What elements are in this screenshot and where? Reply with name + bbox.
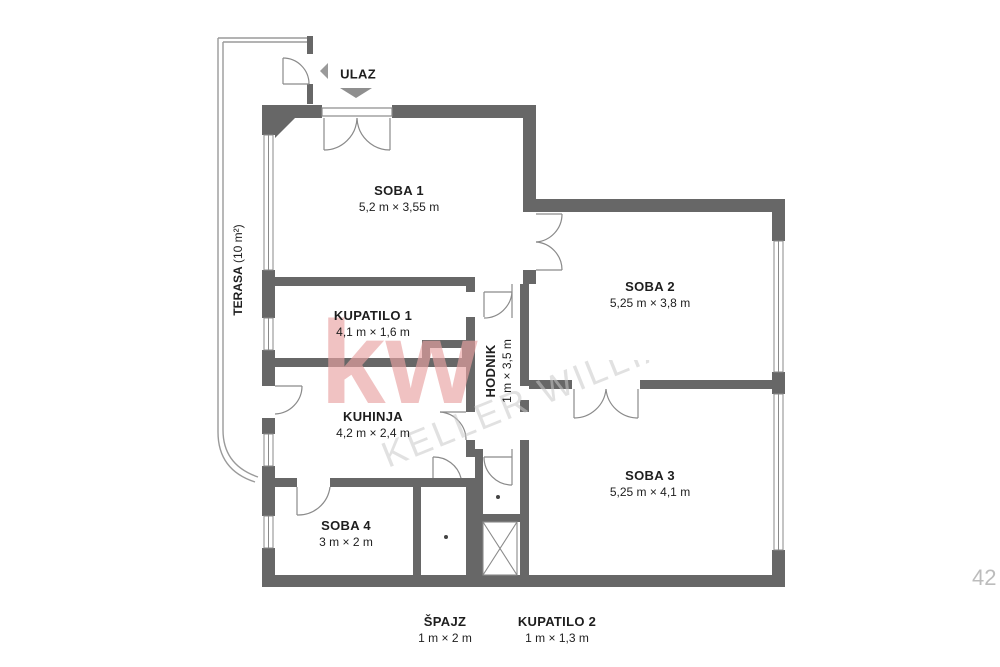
room-soba4: SOBA 4 3 m × 2 m [319,518,373,550]
room-dims: 1 m × 2 m [418,630,472,645]
terrace-area: (10 m²) [231,224,246,263]
marker-dot [444,535,448,539]
room-dims: 1 m × 3,5 m [499,339,514,403]
room-name: SOBA 3 [625,467,675,483]
window-lines [268,135,779,550]
entrance-arrow-icon [340,88,372,98]
room-name: SOBA 1 [374,182,424,198]
room-name: KUHINJA [343,408,403,424]
entrance-arrow-icon [320,63,328,79]
watermark-number: 42 [972,565,997,590]
room-soba1: SOBA 1 5,2 m × 3,55 m [359,183,439,215]
room-name: SOBA 4 [321,517,371,533]
room-dims: 5,25 m × 3,8 m [609,295,691,310]
room-name: KUPATILO 2 [517,613,597,629]
room-dims: 4,1 m × 1,6 m [336,324,410,339]
wall-corner [275,118,295,138]
terrace-outline [217,37,312,483]
entrance-label: ULAZ [340,66,376,82]
terrace-door [282,57,310,85]
room-name: HODNIK [482,344,498,398]
room-dims: 5,2 m × 3,55 m [358,199,440,214]
room-dims: 5,25 m × 4,1 m [609,484,691,499]
terrace-post [307,36,313,54]
room-hodnik: HODNIK 1 m × 3,5 m [483,339,515,403]
room-spajz: ŠPAJZ 1 m × 2 m [418,614,472,646]
room-dims: 1 m × 1,3 m [525,630,589,645]
terrace-post [307,84,313,104]
terrace-name: TERASA [231,266,246,316]
room-dims: 4,2 m × 2,4 m [336,425,410,440]
marker-dot [496,495,500,499]
doors [274,107,639,516]
room-kupatilo1: KUPATILO 1 4,1 m × 1,6 m [334,308,412,340]
room-name: SOBA 2 [625,278,675,294]
terrace-label: TERASA (10 m²) [231,224,247,315]
room-kuhinja: KUHINJA 4,2 m × 2,4 m [336,409,410,441]
walls [262,105,785,587]
room-soba3: SOBA 3 5,25 m × 4,1 m [610,468,690,500]
room-name: ŠPAJZ [423,613,467,629]
ventilation-shaft [482,521,518,576]
room-soba2: SOBA 2 5,25 m × 3,8 m [610,279,690,311]
room-dims: 3 m × 2 m [319,534,373,549]
room-kupatilo2: KUPATILO 2 1 m × 1,3 m [518,614,596,646]
room-name: KUPATILO 1 [333,307,413,323]
